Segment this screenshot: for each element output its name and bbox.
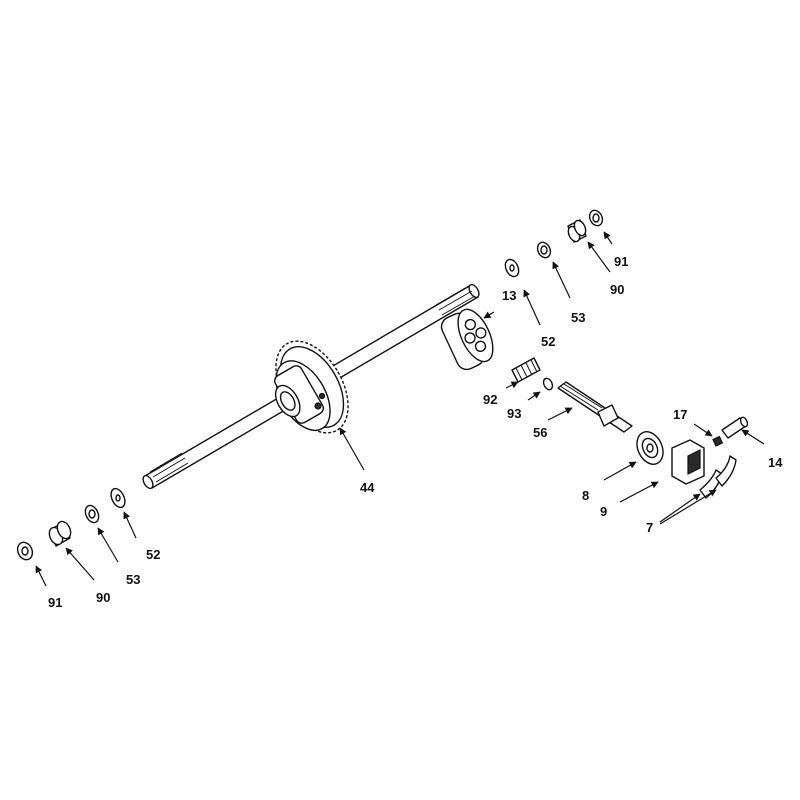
callout-90-right: 90: [610, 282, 624, 297]
washer-52-left: [110, 487, 126, 509]
retaining-ring-93: [542, 377, 554, 391]
callout-9: 9: [600, 504, 607, 519]
callout-8: 8: [582, 488, 589, 503]
callout-44: 44: [360, 480, 375, 495]
callout-52-right: 52: [541, 334, 555, 349]
callout-91-right: 91: [614, 254, 628, 269]
washer-52-right: [504, 258, 520, 278]
callout-91-left: 91: [48, 595, 62, 610]
callout-92: 92: [483, 392, 497, 407]
ring-91-left: [16, 541, 34, 561]
callout-14: 14: [768, 455, 783, 470]
callout-52-left: 52: [146, 547, 160, 562]
seal-53-left: [84, 504, 100, 524]
callout-17: 17: [673, 407, 687, 422]
pin-14: [721, 416, 749, 439]
ring-91-right: [588, 209, 604, 227]
callout-90-left: 90: [96, 590, 110, 605]
leader-lines: [35, 231, 765, 587]
pinion-shaft-56: [557, 381, 633, 433]
callout-7: 7: [646, 520, 653, 535]
clutch-dog-9: [671, 439, 705, 485]
key-17: [712, 435, 724, 447]
bushing-90-left: [48, 520, 72, 547]
callout-labels: 13 52 53 90 91 44 52 53 90 91 92 93 56 1…: [48, 254, 783, 610]
bearing-8: [636, 431, 664, 465]
seal-53-right: [536, 241, 552, 259]
pinion-housing-13: [440, 308, 494, 371]
differential-gear-44: [274, 340, 349, 434]
callout-53-left: 53: [126, 572, 140, 587]
callout-56: 56: [533, 425, 547, 440]
callout-13: 13: [502, 288, 516, 303]
axle-spline-right: [435, 285, 476, 316]
bushing-90-right: [567, 219, 587, 243]
clip-7-back: [715, 455, 737, 487]
spring-92: [511, 357, 541, 383]
callout-93: 93: [507, 406, 521, 421]
callout-53-right: 53: [571, 310, 585, 325]
axle-spline-left: [149, 452, 189, 483]
